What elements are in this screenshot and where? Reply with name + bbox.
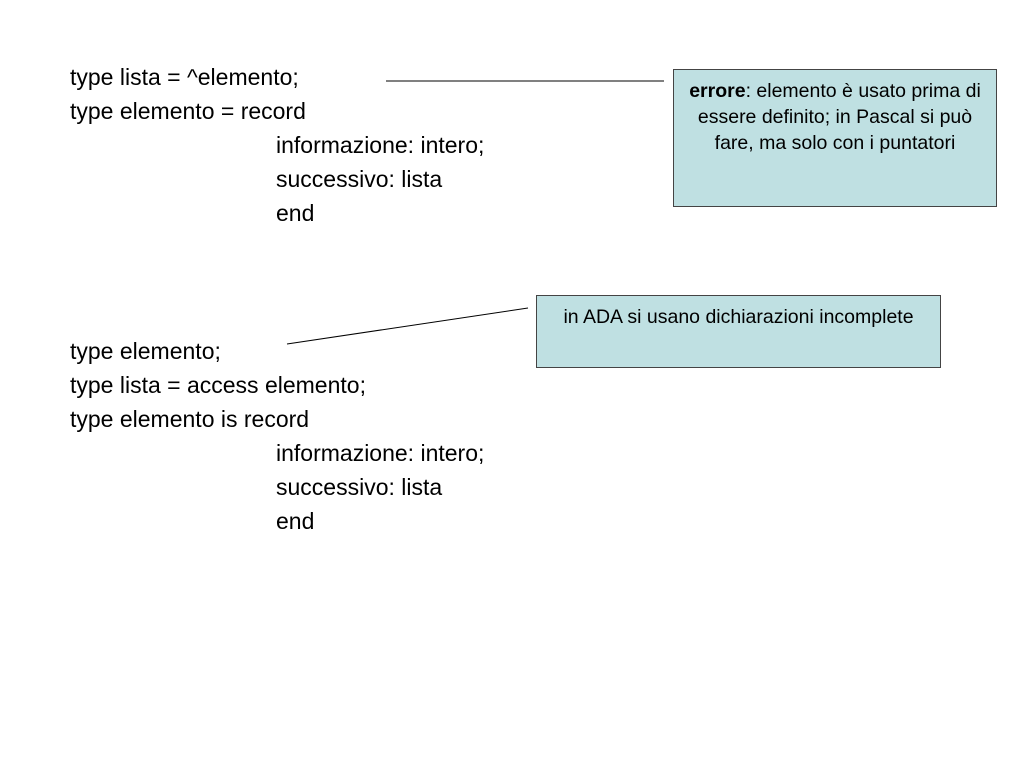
error-callout: errore: elemento è usato prima di essere…: [673, 69, 997, 207]
ada-callout: in ADA si usano dichiarazioni incomplete: [536, 295, 941, 368]
code-line: end: [276, 508, 315, 534]
error-callout-keyword: errore: [689, 80, 746, 102]
code-line: type lista = access elemento;: [70, 372, 366, 398]
code-line: type elemento is record: [70, 406, 310, 432]
code-line: successivo: lista: [276, 166, 443, 192]
pascal-code-block: type lista = ^elemento; type elemento = …: [70, 60, 484, 230]
error-callout-text: : elemento è usato prima di essere defin…: [697, 80, 981, 154]
code-line: end: [276, 200, 315, 226]
code-line: type lista = ^elemento;: [70, 64, 299, 90]
ada-code-block: type elemento; type lista = access eleme…: [70, 334, 484, 538]
code-line: informazione: intero;: [276, 440, 485, 466]
code-line: informazione: intero;: [276, 132, 485, 158]
code-line: type elemento = record: [70, 98, 306, 124]
code-line: type elemento;: [70, 338, 221, 364]
ada-callout-text: in ADA si usano dichiarazioni incomplete: [563, 306, 914, 328]
code-line: successivo: lista: [276, 474, 443, 500]
